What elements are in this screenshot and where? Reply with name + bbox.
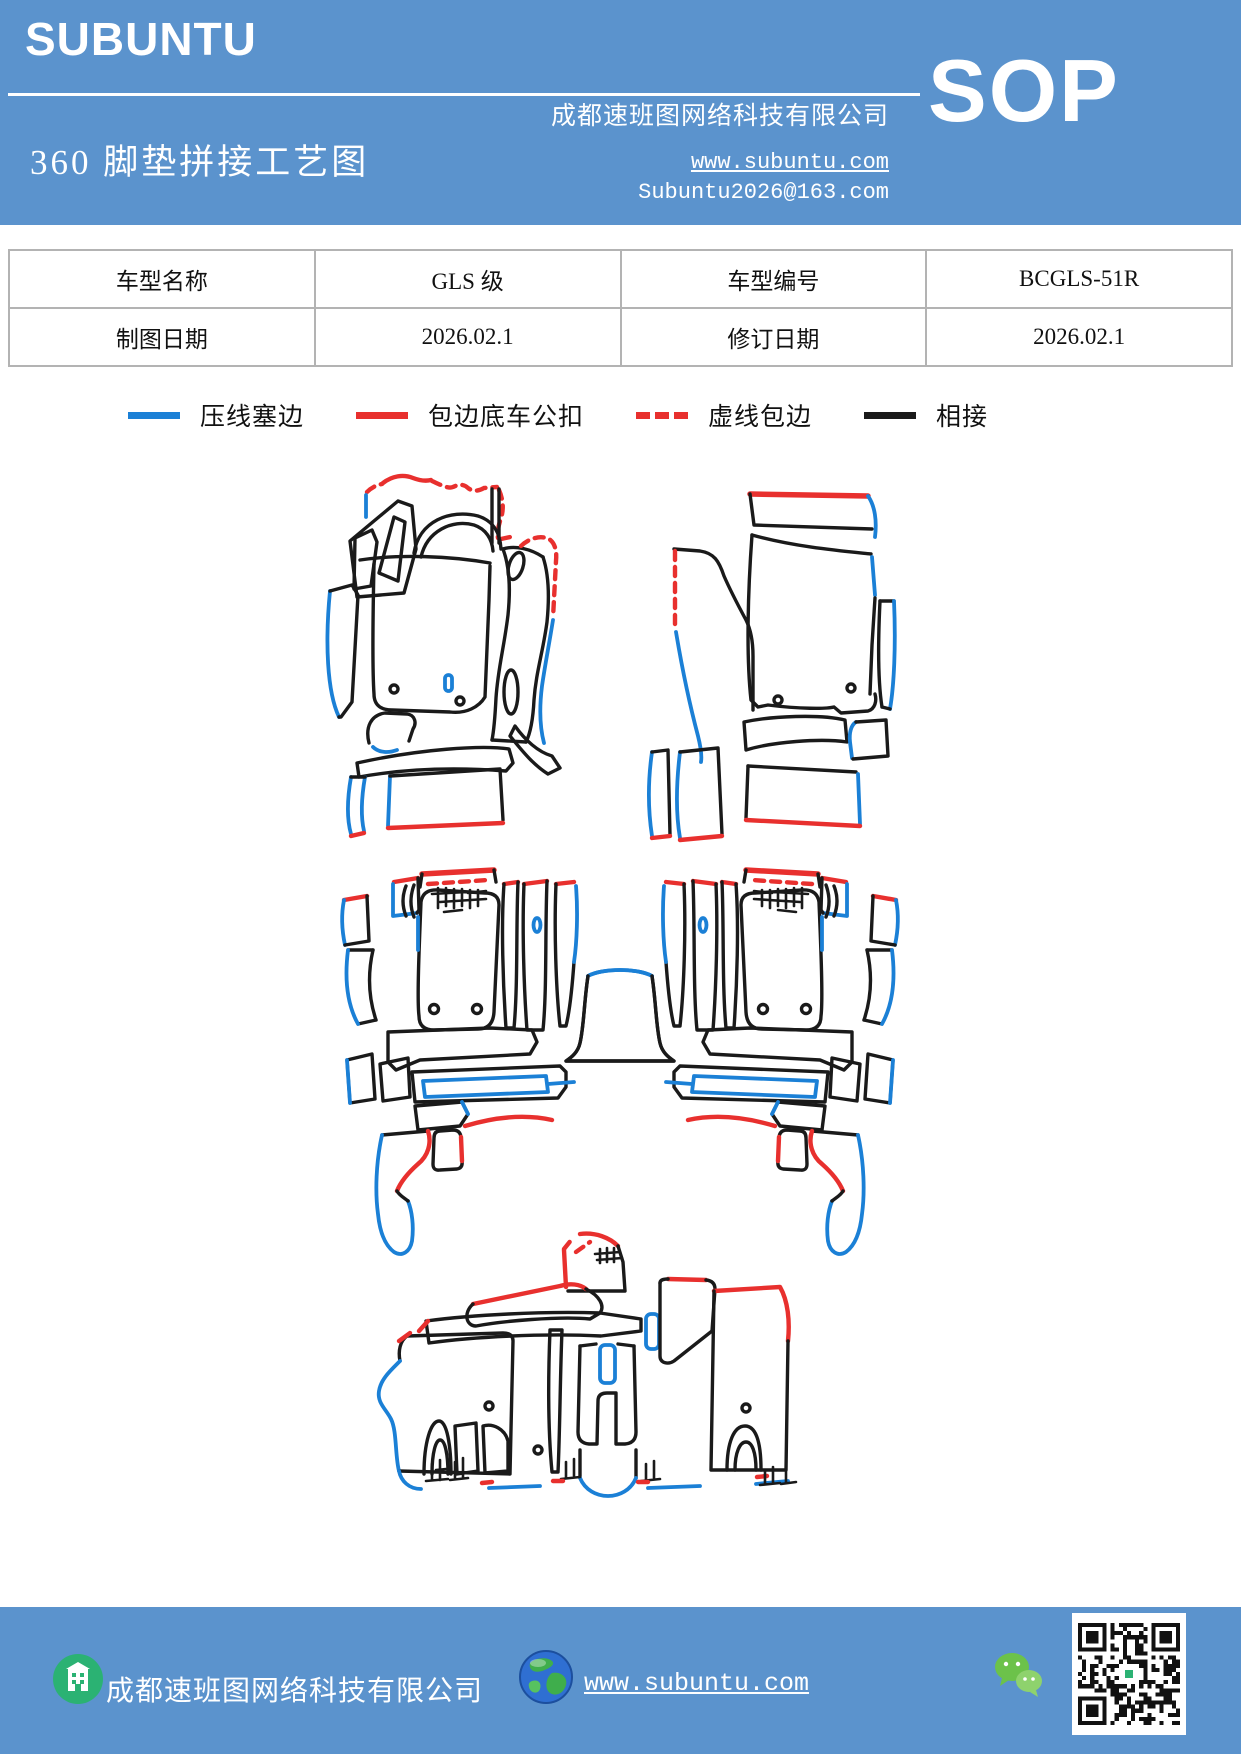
legend-item-joint: 相接 — [863, 397, 988, 433]
table-row: 制图日期 2026.02.1 修订日期 2026.02.1 — [8, 307, 1233, 367]
qr-code — [1072, 1613, 1186, 1735]
cell-model-name-value: GLS 级 — [313, 249, 622, 309]
legend-item-press-line: 压线塞边 — [128, 397, 304, 433]
legend-swatch-red-dashed — [635, 411, 688, 419]
cell-revise-date-label: 修订日期 — [619, 307, 928, 367]
pattern-group-rear-left — [340, 867, 676, 1256]
header-email: Subuntu2026@163.com — [638, 180, 889, 205]
line-legend: 压线塞边 包边底车公扣 虚线包边 相接 — [128, 398, 988, 432]
legend-item-edge-buckle: 包边底车公扣 — [355, 397, 584, 433]
page-title: 360 脚垫拼接工艺图 — [30, 143, 370, 182]
cell-model-code-value: BCGLS-51R — [925, 249, 1233, 309]
sop-badge: SOP — [928, 41, 1120, 140]
cell-draw-date-value: 2026.02.1 — [313, 307, 622, 367]
footer-website-link[interactable]: www.subuntu.com — [584, 1669, 810, 1698]
pattern-group-front-right — [647, 491, 897, 843]
header-company: 成都速班图网络科技有限公司 — [550, 103, 889, 130]
header-divider — [8, 93, 920, 96]
page-header: SUBUNTU 360 脚垫拼接工艺图 成都速班图网络科技有限公司 www.su… — [0, 0, 1241, 225]
pattern-group-rear-right — [566, 870, 898, 1254]
footer-company: 成都速班图网络科技有限公司 — [106, 1676, 484, 1707]
legend-swatch-red-solid — [355, 411, 408, 419]
brand-logo: SUBUNTU — [25, 13, 257, 65]
cell-model-name-label: 车型名称 — [8, 249, 316, 309]
wechat-icon — [995, 1653, 1042, 1697]
pattern-group-front-left — [325, 473, 562, 839]
cell-model-code-label: 车型编号 — [619, 249, 928, 309]
globe-icon — [519, 1650, 573, 1704]
cell-draw-date-label: 制图日期 — [8, 307, 316, 367]
page-footer: 成都速班图网络科技有限公司 www.subuntu.com — [0, 1607, 1241, 1754]
header-website-link[interactable]: www.subuntu.com — [690, 150, 889, 175]
cell-revise-date-value: 2026.02.1 — [925, 307, 1233, 367]
pattern-group-trunk — [376, 1231, 798, 1498]
legend-swatch-blue-solid — [128, 411, 180, 419]
table-row: 车型名称 GLS 级 车型编号 BCGLS-51R — [8, 249, 1233, 309]
legend-swatch-black-solid — [863, 411, 916, 419]
vehicle-info-table: 车型名称 GLS 级 车型编号 BCGLS-51R 制图日期 2026.02.1… — [8, 249, 1233, 367]
building-icon — [53, 1654, 103, 1704]
legend-item-dashed-edge: 虚线包边 — [635, 397, 812, 433]
